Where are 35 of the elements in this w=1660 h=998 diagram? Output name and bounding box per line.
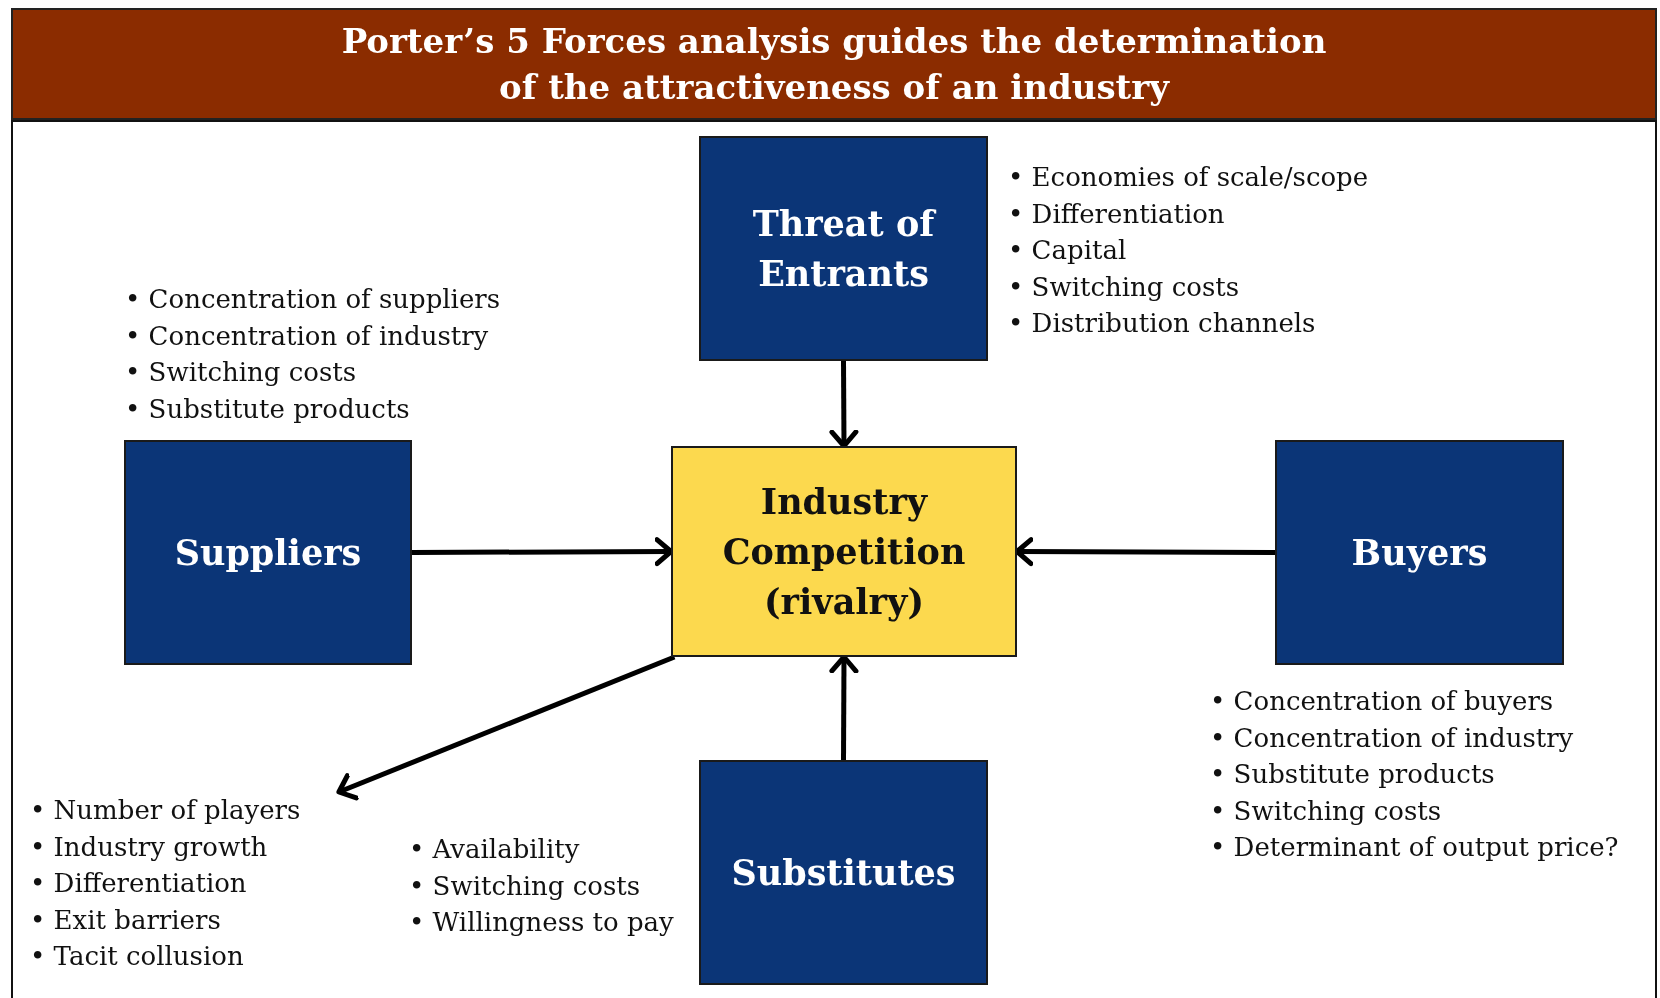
force-box bbox=[1275, 440, 1564, 665]
bullet-item: • Differentiation bbox=[1008, 197, 1226, 231]
box-label: Substitutes bbox=[731, 850, 956, 895]
bullet-item: • Willingness to pay bbox=[409, 906, 674, 939]
bullet-item: • Switching costs bbox=[125, 356, 358, 389]
bullet-item: • Concentration of industry bbox=[125, 319, 490, 353]
center-box bbox=[671, 446, 1017, 657]
arrow bbox=[829, 361, 859, 449]
box-label: Suppliers bbox=[174, 530, 362, 575]
bullet-item: • Substitute products bbox=[125, 392, 411, 426]
bullet-item: • Substitute products bbox=[1210, 758, 1496, 791]
bullet-item: • Concentration of industry bbox=[1210, 721, 1575, 755]
bullet-item: • Tacit collusion bbox=[30, 940, 245, 973]
box-label: Buyers bbox=[1351, 530, 1488, 575]
box-label: Industry Competition (rivalry) bbox=[721, 479, 967, 624]
force-box bbox=[699, 136, 988, 361]
bullet-item: • Switching costs bbox=[409, 869, 642, 903]
arrow bbox=[336, 654, 676, 801]
bullet-item: • Capital bbox=[1008, 234, 1128, 267]
bullet-item: • Determinant of output price? bbox=[1210, 831, 1619, 864]
title: Porter’s 5 Forces analysis guides the determination of the attractiveness of an industry bbox=[340, 20, 1328, 109]
bullet-item: • Concentration of suppliers bbox=[125, 283, 501, 316]
bullet-item: • Industry growth bbox=[30, 830, 269, 864]
bullet-item: • Differentiation bbox=[30, 867, 248, 900]
bullet-item: • Concentration of buyers bbox=[1210, 685, 1555, 718]
bullet-item: • Exit barriers bbox=[30, 903, 222, 937]
bullet-item: • Number of players bbox=[30, 794, 301, 827]
bullet-item: • Distribution channels bbox=[1008, 307, 1317, 340]
box-label: Threat of Entrants bbox=[751, 201, 938, 296]
bullet-item: • Switching costs bbox=[1008, 270, 1241, 304]
bullet-item: • Switching costs bbox=[1210, 794, 1443, 828]
bullet-item: • Availability bbox=[409, 833, 581, 866]
force-box bbox=[699, 760, 988, 985]
force-box bbox=[124, 440, 412, 665]
bullet-item: • Economies of scale/scope bbox=[1008, 161, 1369, 194]
